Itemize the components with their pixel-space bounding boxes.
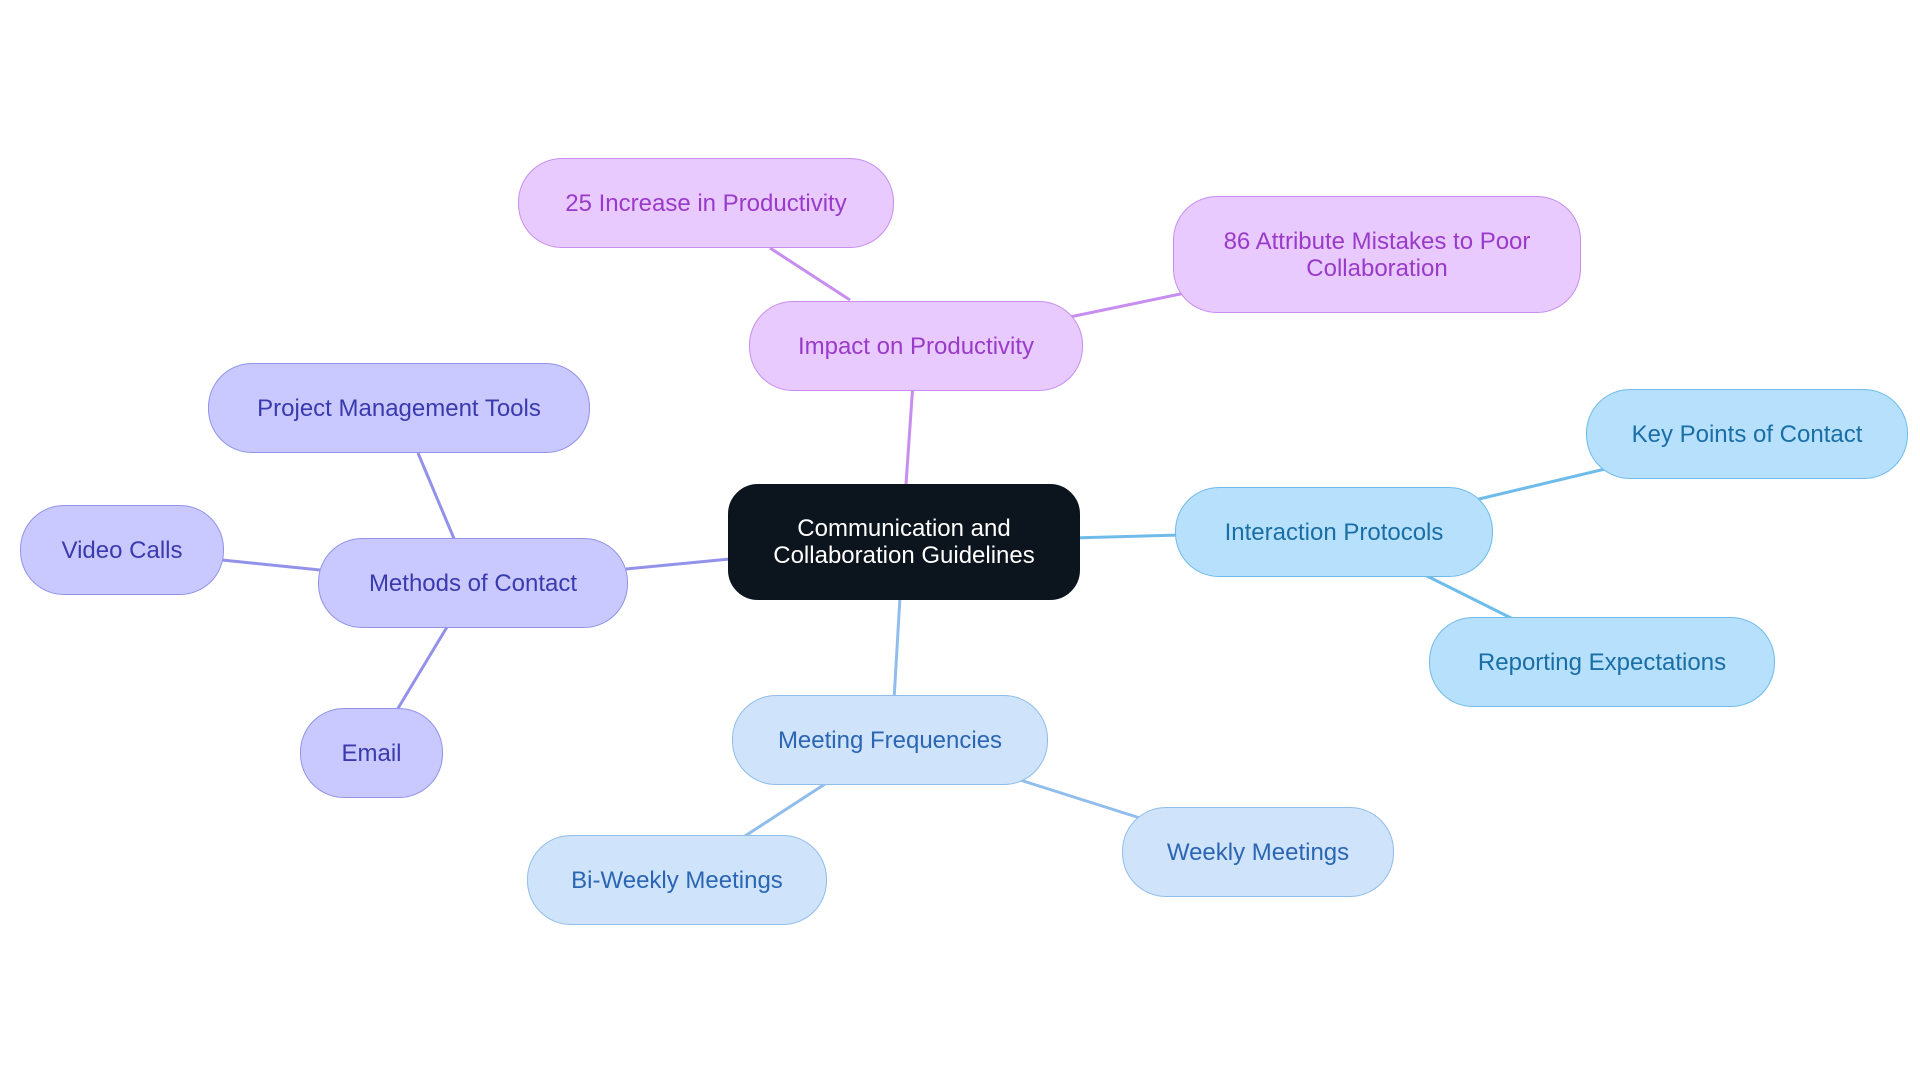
node-project-management-tools[interactable]: Project Management Tools xyxy=(208,363,590,453)
edge-meetings-weekly xyxy=(1019,778,1141,820)
node-weekly-meetings[interactable]: Weekly Meetings xyxy=(1122,807,1394,897)
node-reporting-expectations[interactable]: Reporting Expectations xyxy=(1429,617,1775,707)
edge-root-meetings xyxy=(892,596,902,701)
email-label: Email xyxy=(341,739,402,767)
root-label: Communication and Collaboration Guidelin… xyxy=(773,515,1035,569)
node-video-calls[interactable]: Video Calls xyxy=(20,505,224,595)
node-email[interactable]: Email xyxy=(300,708,443,798)
root-node[interactable]: Communication and Collaboration Guidelin… xyxy=(728,484,1080,600)
edge-methods-pmtools xyxy=(416,452,457,542)
node-key-points-of-contact[interactable]: Key Points of Contact xyxy=(1586,389,1908,479)
edge-root-methods xyxy=(625,557,731,571)
meetings-label: Meeting Frequencies xyxy=(777,726,1003,754)
node-meeting-frequencies[interactable]: Meeting Frequencies xyxy=(732,695,1048,785)
mistakes-label: 86 Attribute Mistakes to Poor Collaborat… xyxy=(1223,227,1531,282)
weekly-label: Weekly Meetings xyxy=(1166,838,1350,866)
edge-protocols-keypoints xyxy=(1474,467,1606,502)
edge-root-impact xyxy=(904,382,915,485)
impact-label: Impact on Productivity xyxy=(797,332,1035,360)
edge-impact-mistakes xyxy=(1064,290,1191,320)
node-methods-of-contact[interactable]: Methods of Contact xyxy=(318,538,628,628)
biweekly-label: Bi-Weekly Meetings xyxy=(571,866,783,894)
edge-protocols-reporting xyxy=(1424,573,1516,622)
node-bi-weekly-meetings[interactable]: Bi-Weekly Meetings xyxy=(527,835,827,925)
reporting-label: Reporting Expectations xyxy=(1477,648,1727,676)
edge-root-protocols xyxy=(1071,533,1181,540)
keypoints-label: Key Points of Contact xyxy=(1631,420,1863,448)
node-attribute-mistakes[interactable]: 86 Attribute Mistakes to Poor Collaborat… xyxy=(1173,196,1581,313)
pmtools-label: Project Management Tools xyxy=(257,394,541,422)
protocols-label: Interaction Protocols xyxy=(1224,518,1444,546)
edge-methods-videocalls xyxy=(221,558,321,572)
videocalls-label: Video Calls xyxy=(61,536,183,564)
methods-label: Methods of Contact xyxy=(368,569,578,597)
edge-meetings-biweekly xyxy=(744,782,826,838)
node-increase-in-productivity[interactable]: 25 Increase in Productivity xyxy=(518,158,894,248)
edge-impact-increase xyxy=(769,246,851,302)
edge-methods-email xyxy=(395,626,449,711)
node-impact-on-productivity[interactable]: Impact on Productivity xyxy=(749,301,1083,391)
node-interaction-protocols[interactable]: Interaction Protocols xyxy=(1175,487,1493,577)
increase-label: 25 Increase in Productivity xyxy=(565,189,847,217)
